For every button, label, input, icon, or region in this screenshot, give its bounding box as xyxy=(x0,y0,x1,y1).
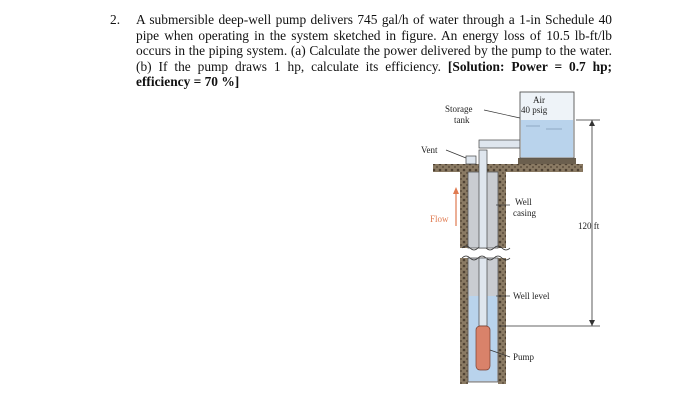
pump-label: Pump xyxy=(513,352,535,362)
tank-platform xyxy=(518,158,576,164)
tank-water xyxy=(521,120,573,157)
discharge-pipe xyxy=(478,149,488,249)
storage-tank-label-line1: Storage xyxy=(445,104,473,114)
height-label: 120 ft xyxy=(578,221,600,231)
flow-label: Flow xyxy=(430,214,449,224)
problem-statement: 2. A submersible deep-well pump delivers… xyxy=(110,12,613,90)
soil-left xyxy=(460,172,468,248)
well-casing-label-line2: casing xyxy=(513,208,536,218)
well-casing-label-line1: Well xyxy=(515,197,532,207)
soil-right xyxy=(498,172,506,248)
solution-text: [Solution: Power = 0.7 hp; efficiency = … xyxy=(136,58,613,90)
air-label: Air xyxy=(533,95,545,105)
well-level-label: Well level xyxy=(513,291,550,301)
pump-body xyxy=(475,325,491,371)
discharge-pipe-lower xyxy=(478,257,488,327)
storage-tank-label-line2: tank xyxy=(454,115,470,125)
problem-text: A submersible deep-well pump delivers 74… xyxy=(136,12,612,74)
vent-pipe xyxy=(465,155,477,165)
vent-label: Vent xyxy=(421,145,438,155)
soil-left-lower xyxy=(460,258,468,384)
soil-right-lower xyxy=(498,258,506,384)
ground-surface xyxy=(433,164,583,172)
pressure-label: 40 psig xyxy=(521,105,548,115)
problem-number: 2. xyxy=(110,12,121,27)
